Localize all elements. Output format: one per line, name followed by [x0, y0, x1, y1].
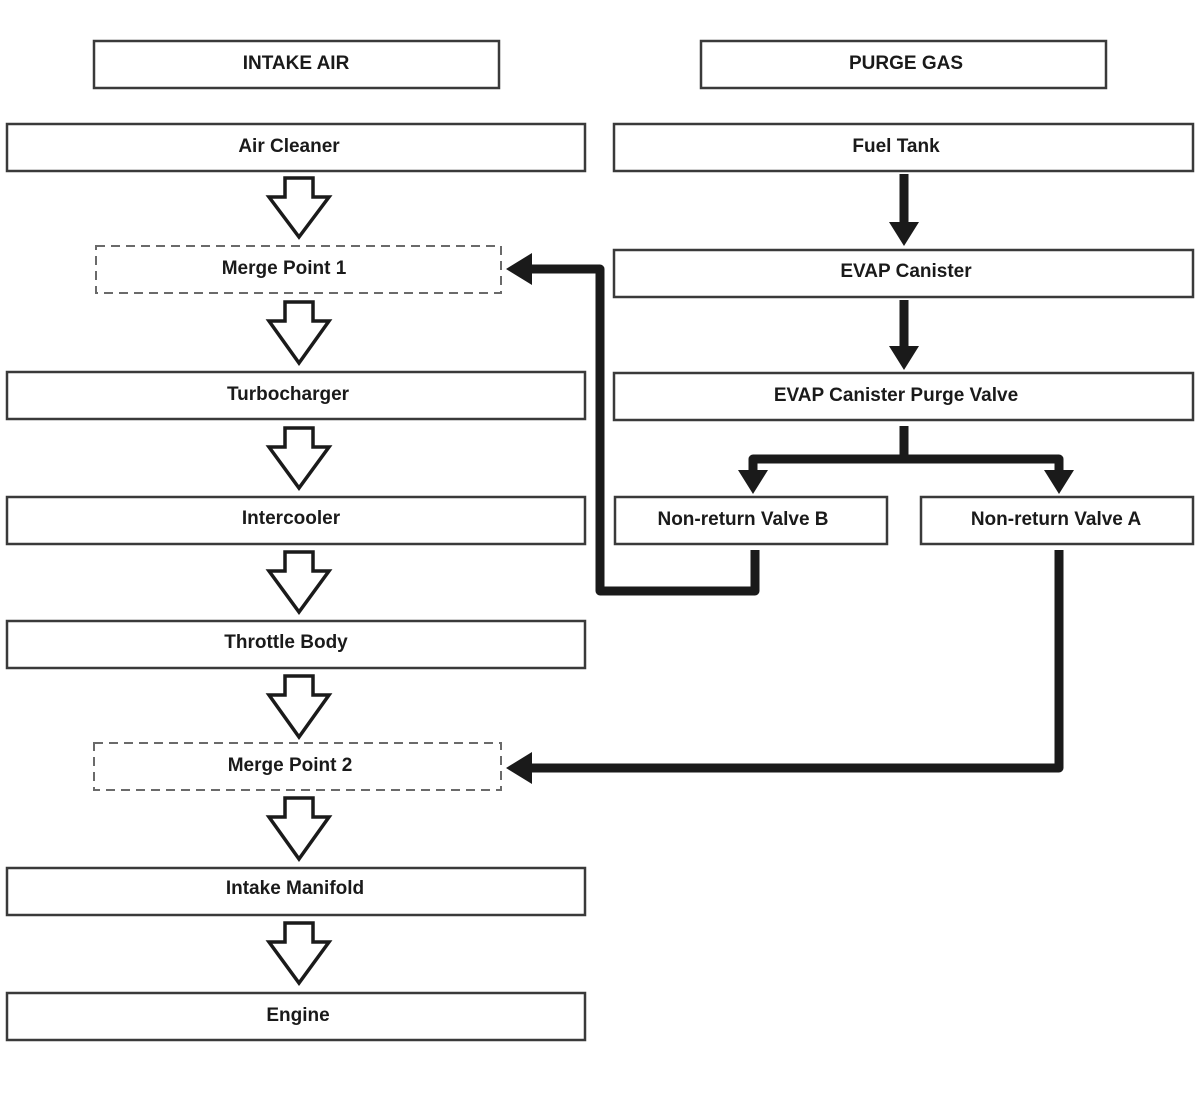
turbocharger-label: Turbocharger: [227, 384, 350, 405]
evap-canister-label: EVAP Canister: [840, 261, 972, 282]
intake-manifold-label: Intake Manifold: [226, 878, 364, 899]
merge2-to-intake-manifold-arrow: [265, 796, 333, 863]
non-return-valve-a-box: Non-return Valve A: [919, 495, 1195, 546]
air-cleaner-box: Air Cleaner: [5, 122, 587, 173]
intercooler-label: Intercooler: [242, 508, 341, 529]
valve-b-to-merge1-pipe: [506, 253, 760, 596]
fuel-tank-box: Fuel Tank: [612, 122, 1195, 173]
engine-label: Engine: [266, 1005, 329, 1026]
valve-a-arrowhead: [1044, 470, 1074, 494]
purge-valve-label: EVAP Canister Purge Valve: [774, 385, 1018, 406]
purge-valve-split-arrows: [738, 426, 1074, 494]
throttle-body-to-merge2-arrow: [265, 674, 333, 741]
non-return-valve-a-label: Non-return Valve A: [971, 509, 1142, 530]
purge-gas-header-label: PURGE GAS: [849, 53, 963, 74]
evap-canister-box: EVAP Canister: [612, 248, 1195, 299]
non-return-valve-b-label: Non-return Valve B: [657, 509, 828, 530]
fuel-tank-label: Fuel Tank: [852, 136, 940, 157]
throttle-body-label: Throttle Body: [224, 632, 348, 653]
valve-b-arrowhead: [738, 470, 768, 494]
engine-box: Engine: [5, 991, 587, 1042]
merge-point-1-box: Merge Point 1: [95, 245, 502, 294]
intake-manifold-to-engine-arrow: [265, 921, 333, 986]
non-return-valve-b-box: Non-return Valve B: [613, 495, 889, 546]
air-cleaner-label: Air Cleaner: [238, 136, 340, 157]
merge-point-2-label: Merge Point 2: [228, 755, 353, 776]
purge-valve-box: EVAP Canister Purge Valve: [612, 371, 1195, 422]
purge-gas-header: PURGE GAS: [699, 39, 1108, 90]
air-cleaner-to-merge1-arrow: [265, 176, 333, 240]
turbocharger-to-intercooler-arrow: [265, 426, 333, 491]
merge1-to-turbocharger-arrow: [265, 300, 333, 367]
intercooler-box: Intercooler: [5, 495, 587, 546]
intake-air-header: INTAKE AIR: [92, 39, 501, 90]
fuel-tank-to-canister-arrow: [889, 174, 919, 246]
merge-point-2-box: Merge Point 2: [93, 742, 502, 791]
intercooler-to-throttle-body-arrow: [265, 550, 333, 615]
intake-air-header-label: INTAKE AIR: [243, 53, 350, 74]
turbocharger-box: Turbocharger: [5, 370, 587, 421]
merge-point-1-label: Merge Point 1: [222, 258, 347, 279]
canister-to-purge-valve-arrow: [889, 300, 919, 370]
intake-manifold-box: Intake Manifold: [5, 866, 587, 917]
throttle-body-box: Throttle Body: [5, 619, 587, 670]
valve-a-to-merge2-pipe: [506, 550, 1064, 784]
